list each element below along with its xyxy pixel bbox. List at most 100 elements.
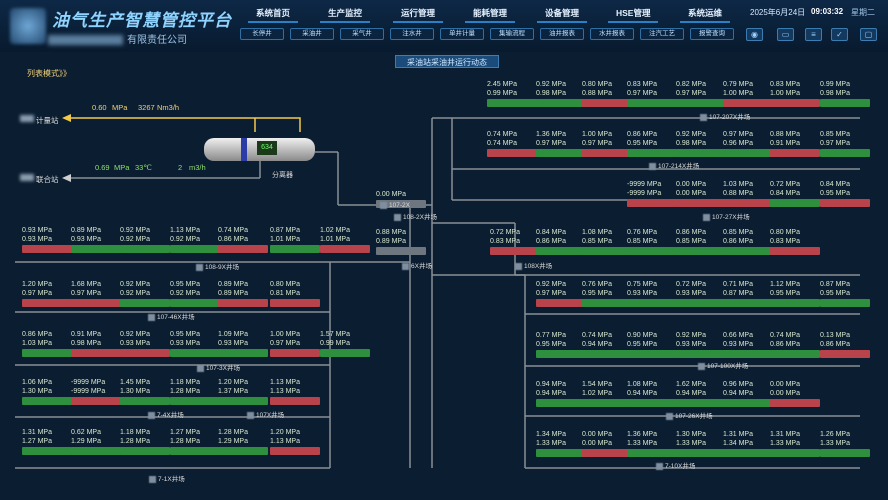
- well-id-tag[interactable]: [676, 299, 726, 307]
- well-id-tag[interactable]: [770, 299, 820, 307]
- well-id-tag[interactable]: [770, 149, 820, 157]
- display-icon[interactable]: ▭: [777, 28, 794, 41]
- well-id-tag[interactable]: [770, 350, 820, 358]
- subnav-gathering[interactable]: 集输流程: [490, 28, 534, 40]
- well-id-tag[interactable]: [627, 449, 677, 457]
- well-id-tag[interactable]: [676, 149, 726, 157]
- well-id-tag[interactable]: [22, 299, 72, 307]
- well-id-tag[interactable]: [536, 449, 586, 457]
- nav-energy[interactable]: 能耗管理: [464, 8, 516, 23]
- well-id-tag[interactable]: [770, 247, 820, 255]
- subnav-gas-well[interactable]: 采气井: [340, 28, 384, 40]
- subnav-oil-report[interactable]: 油井报表: [540, 28, 584, 40]
- well-id-tag[interactable]: [536, 399, 586, 407]
- well-id-tag[interactable]: [582, 247, 632, 255]
- well-id-tag[interactable]: [120, 245, 170, 253]
- well-id-tag[interactable]: [582, 299, 632, 307]
- well-id-tag[interactable]: [770, 449, 820, 457]
- well-id-tag[interactable]: [71, 397, 121, 405]
- well-id-tag[interactable]: [770, 399, 820, 407]
- well-id-tag[interactable]: [676, 199, 726, 207]
- subnav-metering[interactable]: 单井计量: [440, 28, 484, 40]
- well-id-tag[interactable]: [218, 349, 268, 357]
- well-id-tag[interactable]: [676, 99, 726, 107]
- well-id-tag[interactable]: [71, 299, 121, 307]
- well-id-tag[interactable]: [376, 247, 426, 255]
- well-id-tag[interactable]: [22, 245, 72, 253]
- subnav-alarm[interactable]: 报警查询: [690, 28, 734, 40]
- well-id-tag[interactable]: [676, 350, 726, 358]
- well-id-tag[interactable]: [320, 349, 370, 357]
- well-id-tag[interactable]: [270, 397, 320, 405]
- well-id-tag[interactable]: [723, 299, 773, 307]
- well-id-tag[interactable]: [270, 245, 320, 253]
- well-id-tag[interactable]: [170, 299, 220, 307]
- subnav-water-well[interactable]: 注水井: [390, 28, 434, 40]
- subnav-water-report[interactable]: 水井报表: [590, 28, 634, 40]
- well-id-tag[interactable]: [820, 99, 870, 107]
- well-id-tag[interactable]: [170, 397, 220, 405]
- well-cell[interactable]: -9999 MPa-9999 MPa: [71, 378, 121, 405]
- well-id-tag[interactable]: [676, 399, 726, 407]
- well-id-tag[interactable]: [536, 149, 586, 157]
- well-cell[interactable]: -9999 MPa-9999 MPa: [627, 180, 677, 207]
- nav-ops[interactable]: 系统运维: [679, 8, 731, 23]
- well-id-tag[interactable]: [218, 245, 268, 253]
- well-id-tag[interactable]: [170, 447, 220, 455]
- well-id-tag[interactable]: [536, 99, 586, 107]
- well-id-tag[interactable]: [820, 449, 870, 457]
- well-id-tag[interactable]: [627, 99, 677, 107]
- well-id-tag[interactable]: [120, 349, 170, 357]
- well-id-tag[interactable]: [582, 350, 632, 358]
- well-id-tag[interactable]: [270, 349, 320, 357]
- well-id-tag[interactable]: [627, 247, 677, 255]
- well-id-tag[interactable]: [723, 149, 773, 157]
- well-id-tag[interactable]: [582, 399, 632, 407]
